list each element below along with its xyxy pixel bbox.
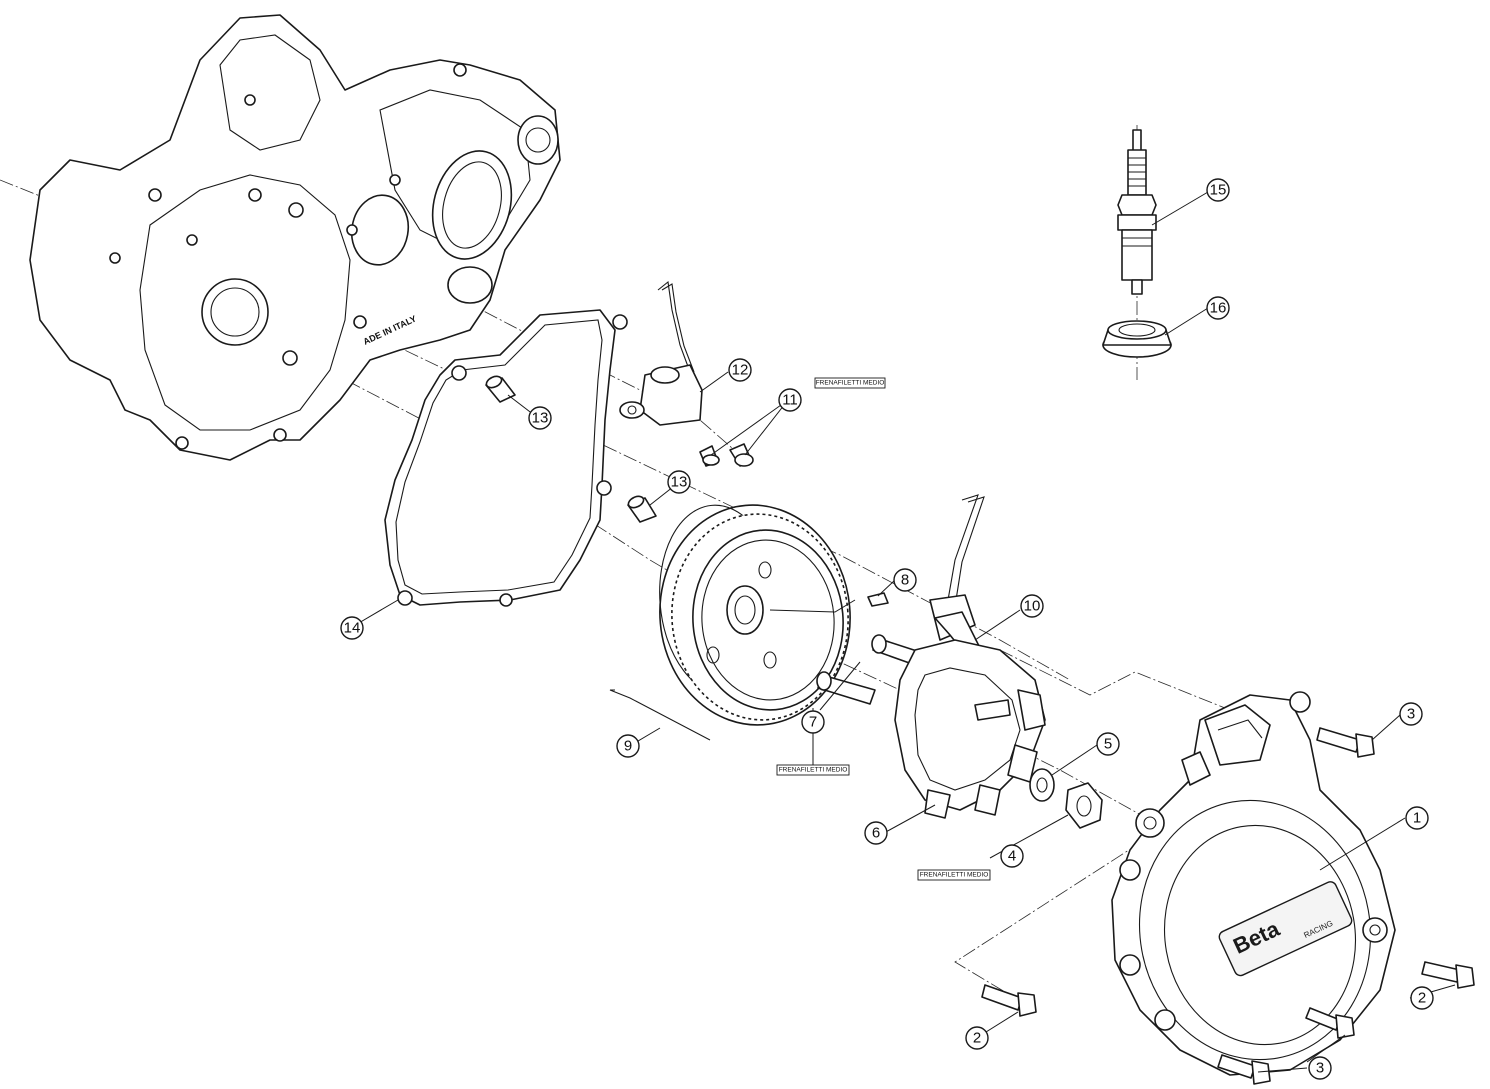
stator-screws: [816, 634, 921, 705]
callout-6: 6: [864, 821, 888, 845]
callout-3-top: 3: [1399, 702, 1423, 726]
cover-screws: [981, 727, 1475, 1085]
svg-text:1: 1: [1413, 810, 1421, 827]
pickup-sensor: [619, 280, 703, 426]
cover-screw-3-top: [1316, 727, 1375, 758]
callout-14: 14: [340, 616, 364, 640]
callout-2-left: 2: [965, 1026, 989, 1050]
svg-text:3: 3: [1316, 1060, 1324, 1077]
note-11: FRENAFILETTI MEDIO: [814, 377, 886, 389]
flywheel: [659, 504, 851, 726]
svg-text:2: 2: [1418, 990, 1426, 1007]
flywheel-nut: [1065, 782, 1103, 829]
svg-text:7: 7: [809, 714, 817, 731]
callout-7: 7: [801, 710, 825, 734]
cover-screw-3-bottom: [1217, 1054, 1271, 1085]
callout-5: 5: [1096, 732, 1120, 756]
svg-text:FRENAFILETTI MEDIO: FRENAFILETTI MEDIO: [920, 872, 989, 879]
callout-11: 11: [778, 388, 802, 412]
ignition-cover: Beta RACING: [1111, 691, 1396, 1076]
svg-text:11: 11: [782, 392, 798, 409]
beta-logo: Beta RACING: [1218, 881, 1353, 977]
callout-9: 9: [616, 734, 640, 758]
callout-10: 10: [1020, 594, 1044, 618]
svg-text:FRENAFILETTI MEDIO: FRENAFILETTI MEDIO: [779, 767, 848, 774]
dowel-pin-lower: [627, 495, 657, 523]
sensor-screws: [699, 443, 754, 467]
note-7: FRENAFILETTI MEDIO: [776, 764, 850, 776]
callout-16: 16: [1206, 296, 1230, 320]
woodruff-key: [867, 592, 889, 607]
cover-screw-2-left: [981, 984, 1037, 1017]
spark-plug-washer: [1102, 320, 1172, 358]
dowel-pin-upper: [485, 375, 516, 403]
svg-text:4: 4: [1008, 848, 1016, 865]
svg-text:13: 13: [671, 474, 688, 491]
svg-text:FRENAFILETTI MEDIO: FRENAFILETTI MEDIO: [816, 380, 885, 387]
svg-text:2: 2: [973, 1030, 981, 1047]
callout-12: 12: [728, 358, 752, 382]
svg-text:10: 10: [1024, 598, 1041, 615]
svg-text:14: 14: [344, 620, 361, 637]
note-4: FRENAFILETTI MEDIO: [917, 869, 991, 881]
svg-text:16: 16: [1210, 300, 1227, 317]
svg-text:13: 13: [532, 410, 549, 427]
callouts: 1 2 2 3 3 4 5 6 7 8 9 10 11 12 13 13 14 …: [340, 178, 1434, 1080]
crankcase: ADE IN ITALY: [29, 14, 561, 461]
stator: [894, 494, 1046, 819]
svg-text:6: 6: [872, 825, 880, 842]
callout-1: 1: [1405, 806, 1429, 830]
callout-15: 15: [1206, 178, 1230, 202]
cover-screw-3-mid: [1305, 1007, 1355, 1039]
callout-13-lower: 13: [667, 470, 691, 494]
cover-gasket: [384, 309, 628, 607]
flywheel-washer: [1029, 768, 1055, 802]
callout-3-bottom: 3: [1308, 1056, 1332, 1080]
callout-13-upper: 13: [528, 406, 552, 430]
svg-text:5: 5: [1104, 736, 1112, 753]
svg-text:15: 15: [1210, 182, 1227, 199]
callout-2-right: 2: [1410, 986, 1434, 1010]
spark-plug: [1117, 129, 1157, 295]
callout-4: 4: [1000, 844, 1024, 868]
svg-text:9: 9: [624, 738, 632, 755]
svg-text:8: 8: [901, 572, 909, 589]
svg-text:12: 12: [732, 362, 749, 379]
dowel-pins: [485, 375, 657, 523]
svg-text:3: 3: [1407, 706, 1415, 723]
cover-screw-2-right: [1421, 961, 1475, 989]
callout-8: 8: [893, 568, 917, 592]
